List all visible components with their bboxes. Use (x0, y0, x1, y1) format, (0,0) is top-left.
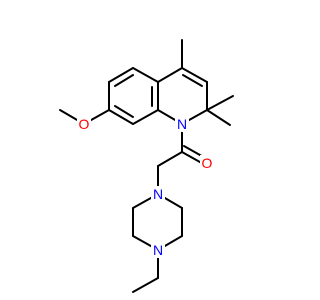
structure-svg: O N O N N (59, 39, 234, 293)
bond (157, 67, 183, 83)
atom-n-piperazine-bottom: N (151, 242, 165, 258)
bond (132, 109, 159, 125)
atom-o-methoxy: O (77, 116, 91, 132)
atom-label: O (79, 116, 90, 132)
bond (157, 151, 183, 167)
bond-inner (114, 105, 134, 118)
bond (132, 67, 159, 83)
bond (108, 67, 134, 83)
bond (181, 67, 208, 83)
bond (206, 109, 231, 126)
bond-inner (114, 74, 134, 87)
atom-label: N (153, 186, 163, 202)
bond (206, 95, 234, 111)
bond (132, 277, 159, 293)
bond-inner (182, 74, 203, 87)
atom-label: O (202, 155, 213, 171)
bond (108, 109, 134, 125)
atom-n-ring: N (175, 116, 189, 132)
atom-n-piperazine-top: N (151, 186, 165, 202)
atom-label: N (177, 116, 187, 132)
atom-o-carbonyl: O (200, 155, 214, 171)
molecule-diagram: O N O N N (59, 39, 234, 293)
atom-label: N (153, 242, 163, 258)
